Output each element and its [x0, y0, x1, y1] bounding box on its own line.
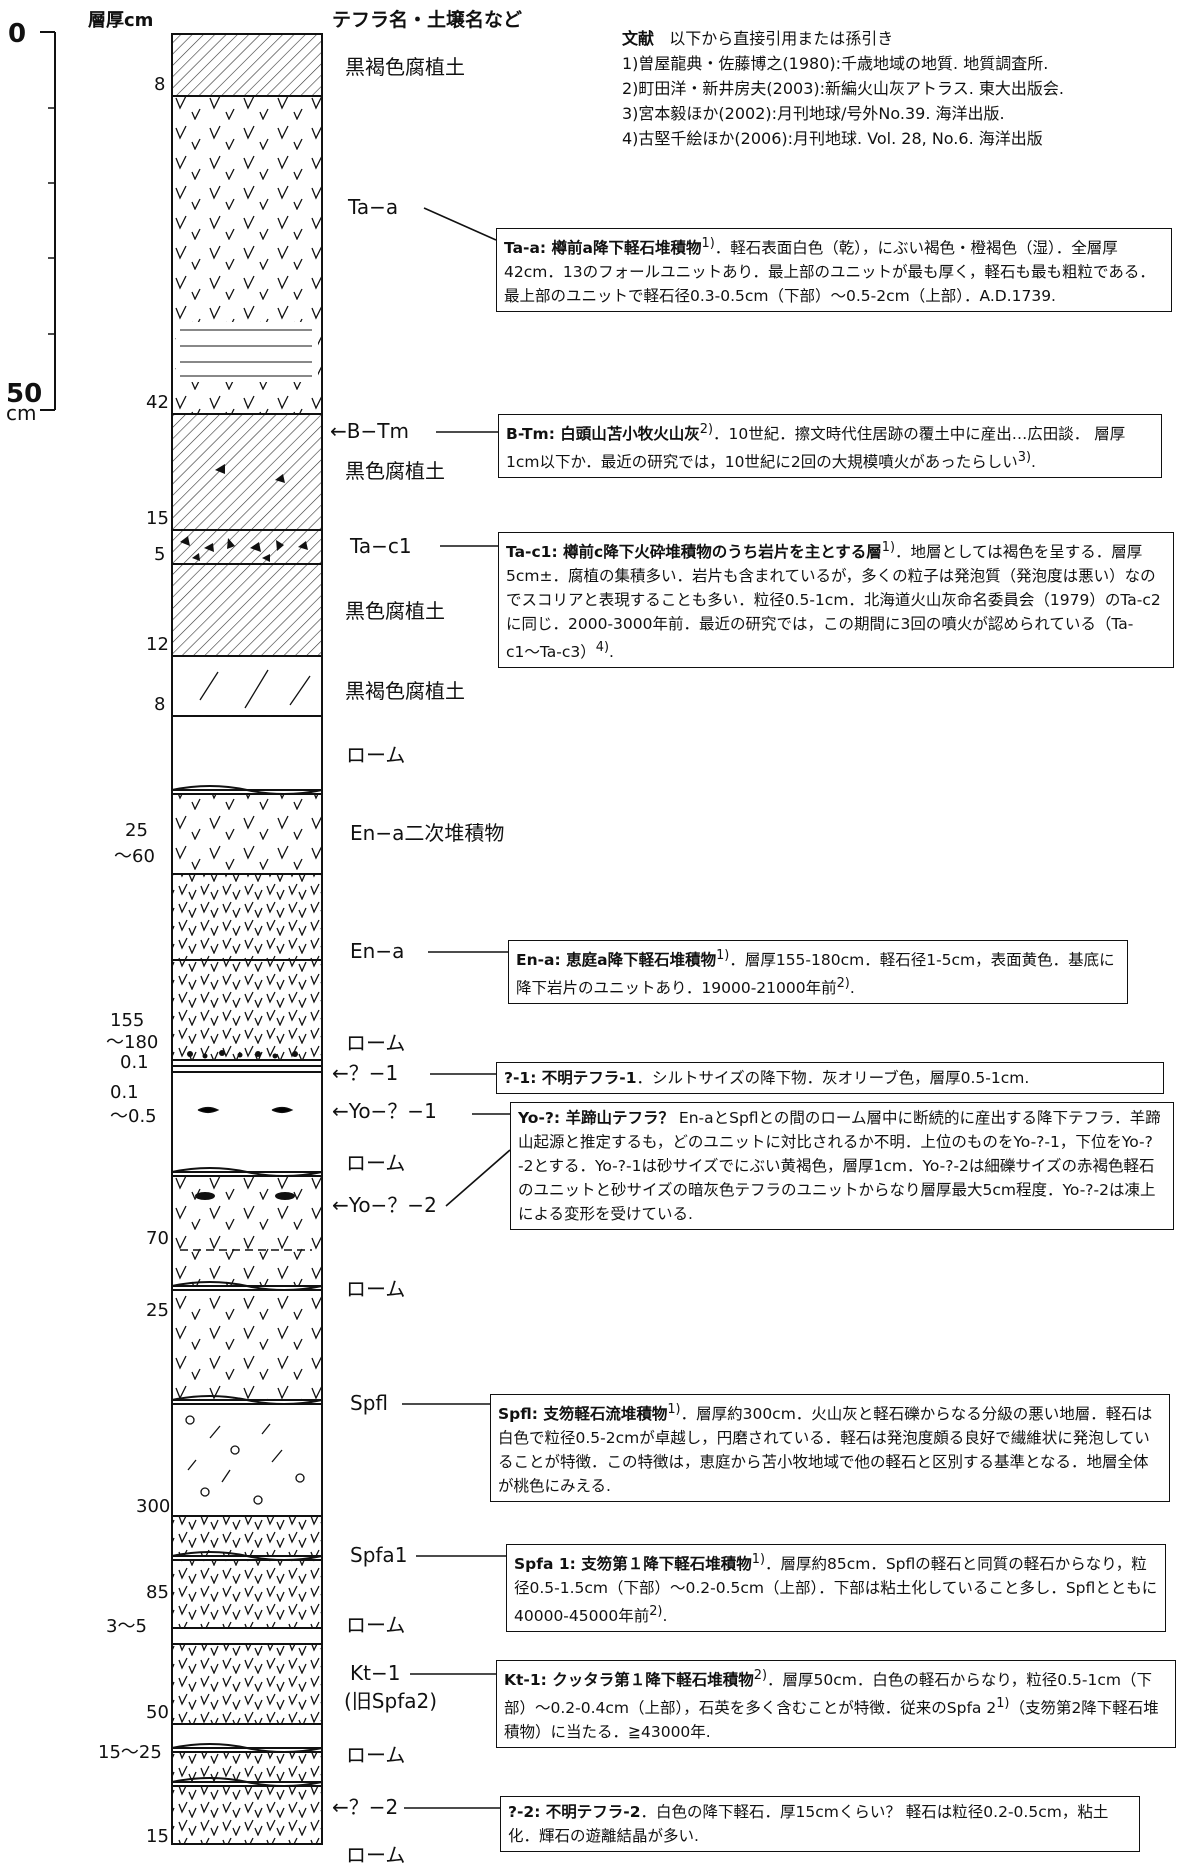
layer-label: En−a [350, 939, 404, 963]
scale-zero: 0 [8, 19, 26, 49]
references-heading: 文献 [622, 29, 655, 48]
svg-text:25: 25 [125, 820, 148, 841]
depth-scale: 0 50 cm [6, 19, 56, 425]
svg-text:〜0.5: 〜0.5 [110, 1106, 157, 1127]
note-q2: ?-2: 不明テフラ-2．白色の降下軽石．厚15cmくらい？ 軽石は粒径0.2-… [500, 1796, 1140, 1852]
layer-label: 黒色腐植土 [345, 599, 445, 623]
layer-label: Ta−a [347, 195, 398, 219]
svg-text:50: 50 [146, 1702, 169, 1723]
note-q1: ?-1: 不明テフラ-1．シルトサイズの降下物．灰オリーブ色，層厚0.5-1cm… [496, 1062, 1164, 1094]
svg-text:15: 15 [146, 508, 169, 529]
svg-text:5: 5 [154, 544, 165, 565]
layer-label: Spfa1 [350, 1543, 407, 1567]
note-spfl: Spfl: 支笏軽石流堆積物1)．層厚約300cm．火山灰と軽石礫からなる分級の… [490, 1394, 1170, 1503]
layer-label: ローム [346, 743, 405, 767]
strat-column [171, 33, 323, 1845]
layer-label: 黒褐色腐植土 [345, 679, 465, 703]
scale-unit: cm [6, 401, 36, 425]
layer-label: ←？−1 [332, 1061, 398, 1085]
svg-text:0.1: 0.1 [120, 1052, 149, 1073]
note-b-tm: B-Tm: 白頭山苫小牧火山灰2)．10世紀．擦文時代住居跡の覆土中に産出…広田… [498, 414, 1162, 479]
layer-label: Kt−1 [350, 1661, 400, 1685]
layer-label: ←Yo−？−2 [332, 1193, 437, 1217]
layer-label: ローム [346, 1743, 405, 1767]
layer-label: 黒褐色腐植土 [345, 55, 465, 79]
svg-text:70: 70 [146, 1228, 169, 1249]
layer-label: ローム [346, 1843, 405, 1865]
layer-label: ←Yo−？−1 [332, 1099, 437, 1123]
svg-text:155: 155 [110, 1010, 144, 1031]
svg-text:3〜5: 3〜5 [106, 1616, 147, 1637]
layer-label: Ta−c1 [349, 534, 412, 558]
reference-item: 2)町田洋・新井房夫(2003):新編火山灰アトラス. 東大出版会. [622, 79, 1064, 98]
leader-lines [402, 207, 511, 1809]
note-spfa1: Spfa 1: 支笏第１降下軽石堆積物1)．層厚約85cm．Spflの軽石と同質… [506, 1544, 1166, 1633]
tephra-header: テフラ名・土壌名など [332, 8, 522, 31]
svg-text:8: 8 [154, 694, 165, 715]
svg-text:85: 85 [146, 1582, 169, 1603]
layer-label: Spfl [350, 1391, 388, 1415]
svg-text:0.1: 0.1 [110, 1082, 139, 1103]
layer-label: ローム [346, 1613, 405, 1637]
note-ta-a: Ta-a: 樽前a降下軽石堆積物1)．軽石表面白色（乾），にぶい褐色・橙褐色（湿… [496, 228, 1172, 313]
layer-label: ローム [346, 1031, 405, 1055]
svg-text:42: 42 [146, 392, 169, 413]
references-note: 以下から直接引用または孫引き [669, 29, 894, 48]
svg-text:15〜25: 15〜25 [98, 1742, 162, 1763]
layer-label: ←？−2 [332, 1795, 398, 1819]
layer-label: ローム [346, 1277, 405, 1301]
note-ta-c1: Ta-c1: 樽前c降下火砕堆積物のうち岩片を主とする層1)．地層としては褐色を… [498, 532, 1174, 669]
layer-label: ←B−Tm [330, 419, 409, 443]
note-yo: Yo-?: 羊蹄山テフラ？ En-aとSpflとの間のローム層中に断続的に産出す… [510, 1102, 1174, 1230]
layer-label: ローム [346, 1151, 405, 1175]
layer-labels: 黒褐色腐植土 Ta−a ←B−Tm 黒色腐植土 Ta−c1 黒色腐植土 黒褐色腐… [330, 55, 504, 1865]
reference-item: 4)古堅千絵ほか(2006):月刊地球. Vol. 28, No.6. 海洋出版 [622, 129, 1043, 148]
layer-label: (旧Spfa2) [344, 1689, 437, 1713]
references: 文献 以下から直接引用または孫引き 1)曽屋龍典・佐藤博之(1980):千歳地域… [622, 26, 1182, 151]
layer-label: 黒色腐植土 [345, 459, 445, 483]
svg-text:〜180: 〜180 [106, 1032, 158, 1053]
layer-label: En−a二次堆積物 [350, 821, 504, 845]
svg-text:25: 25 [146, 1300, 169, 1321]
note-kt1: Kt-1: クッタラ第１降下軽石堆積物2)．層厚50cm．白色の軽石からなり，粒… [496, 1660, 1176, 1749]
svg-text:12: 12 [146, 634, 169, 655]
scale-fifty: 50 [6, 379, 42, 409]
svg-text:15: 15 [146, 1826, 169, 1847]
svg-text:8: 8 [154, 74, 165, 95]
reference-item: 3)宮本毅ほか(2002):月刊地球/号外No.39. 海洋出版. [622, 104, 1005, 123]
svg-text:300: 300 [136, 1496, 170, 1517]
thickness-labels: 8 42 15 5 12 8 25 〜60 155 〜180 0.1 0.1 〜… [98, 74, 170, 1847]
note-en-a: En-a: 恵庭a降下軽石堆積物1)．層厚155-180cm．軽石径1-5cm，… [508, 940, 1128, 1005]
svg-text:〜60: 〜60 [114, 846, 155, 867]
reference-item: 1)曽屋龍典・佐藤博之(1980):千歳地域の地質. 地質調査所. [622, 54, 1049, 73]
thickness-header: 層厚cm [88, 10, 153, 31]
